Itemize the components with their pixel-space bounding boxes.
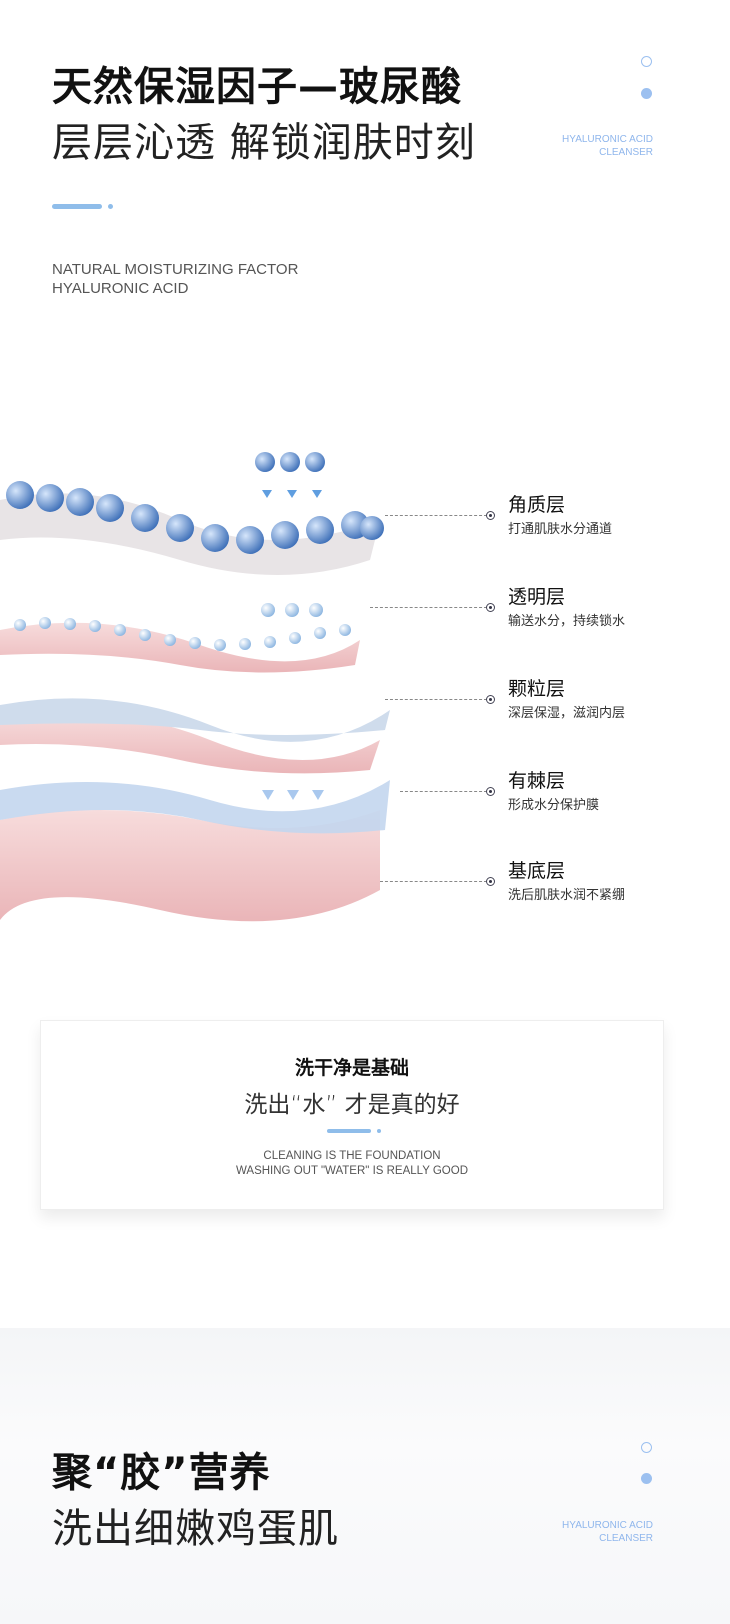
card-english-line: CLEANING IS THE FOUNDATION: [263, 1150, 441, 1162]
leader-line: [370, 607, 487, 608]
marker-dot-icon: [486, 603, 495, 612]
marker-dot-icon: [486, 511, 495, 520]
ring-dot-icon: [641, 1442, 652, 1453]
accent-dot: [377, 1129, 381, 1133]
card-subtitle: 洗出“水” 才是真的好: [244, 1092, 460, 1118]
filled-dot-icon: [641, 1473, 652, 1484]
layer-desc: 打通肌肤水分通道: [508, 522, 613, 537]
english-line: NATURAL MOISTURIZING FACTOR: [52, 261, 299, 278]
side-tag-line: HYALURONIC ACID: [562, 134, 653, 145]
info-card: 洗干净是基础 洗出“水” 才是真的好 CLEANING IS THE FOUND…: [40, 1020, 664, 1210]
section2-subtitle: 洗出细嫩鸡蛋肌: [52, 1506, 339, 1552]
accent-dot: [108, 204, 113, 209]
english-line: HYALURONIC ACID: [52, 280, 189, 297]
ring-dot-icon: [641, 56, 652, 67]
side-tag-line: CLEANSER: [599, 147, 653, 158]
side-tag-line: CLEANSER: [599, 1533, 653, 1544]
leader-line: [385, 515, 487, 516]
skin-layers-illustration: [0, 452, 390, 922]
card-title: 洗干净是基础: [294, 1057, 409, 1079]
marker-dot-icon: [486, 877, 495, 886]
leader-line: [400, 791, 487, 792]
english-caption: NATURAL MOISTURIZING FACTOR HYALURONIC A…: [52, 260, 298, 298]
section-title: 天然保湿因子—玻尿酸: [52, 64, 462, 110]
layer-title: 有棘层: [508, 770, 566, 792]
layer-desc: 形成水分保护膜: [508, 798, 600, 813]
marker-dot-icon: [486, 787, 495, 796]
side-tag-line: HYALURONIC ACID: [562, 1520, 653, 1531]
section-subtitle: 层层沁透 解锁润肤时刻: [52, 120, 476, 166]
accent-bar: [327, 1129, 371, 1133]
filled-dot-icon: [641, 88, 652, 99]
side-tag: HYALURONIC ACID CLEANSER: [513, 1519, 653, 1545]
layer-desc: 输送水分，持续锁水: [508, 614, 626, 629]
card-english-line: WASHING OUT "WATER" IS REALLY GOOD: [235, 1165, 469, 1177]
section2-background: [0, 1328, 730, 1624]
accent-bar: [52, 204, 102, 209]
side-tag: HYALURONIC ACID CLEANSER: [513, 133, 653, 159]
leader-line: [380, 881, 487, 882]
card-english: CLEANING IS THE FOUNDATION WASHING OUT "…: [41, 1149, 663, 1179]
layer-desc: 深层保湿，滋润内层: [508, 706, 626, 721]
layer-title: 角质层: [508, 494, 566, 516]
marker-dot-icon: [486, 695, 495, 704]
layer-title: 透明层: [508, 586, 566, 608]
layer-title: 颗粒层: [508, 678, 566, 700]
leader-line: [385, 699, 487, 700]
layer-desc: 洗后肌肤水润不紧绷: [508, 888, 626, 903]
section2-title: 聚“胶”营养: [52, 1450, 271, 1496]
layer-title: 基底层: [508, 860, 566, 882]
